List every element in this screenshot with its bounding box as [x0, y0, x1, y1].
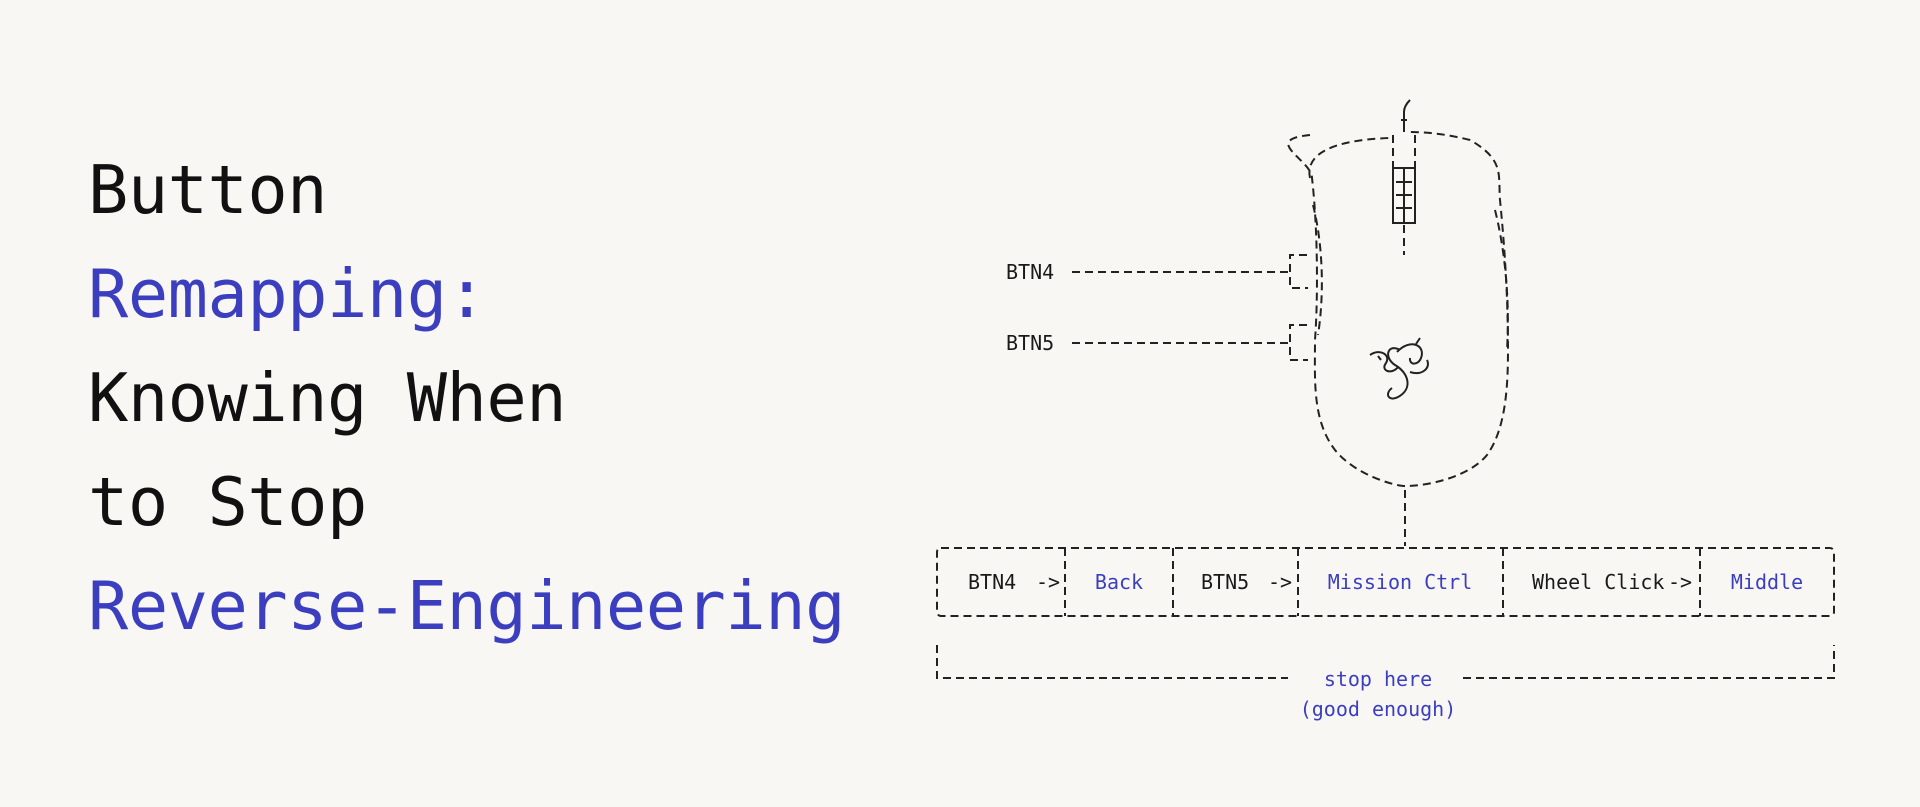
mapping-action-middle: Middle — [1731, 570, 1803, 594]
title-line-4: to Stop — [88, 463, 367, 541]
mapping-key-btn5: BTN5 — [1201, 570, 1249, 594]
mapping-key-wheel-click: Wheel Click — [1532, 570, 1664, 594]
mouse-cable — [1401, 99, 1411, 132]
title-line-1: Button — [88, 151, 328, 229]
mouse-right-edge — [1494, 209, 1509, 351]
callout-btn5-label: BTN5 — [1006, 331, 1054, 355]
razer-snake-logo-icon — [1369, 337, 1429, 400]
mapping-table: BTN4 -> Back BTN5 -> Mission Ctrl Wheel … — [936, 547, 1835, 617]
mapping-key-btn4: BTN4 — [968, 570, 1016, 594]
mouse-body — [1287, 131, 1510, 488]
title-line-5: Reverse-Engineering — [88, 567, 845, 645]
mapping-arrow-3: -> — [1668, 570, 1692, 594]
title-line-2: Remapping: — [88, 255, 487, 333]
side-button-btn4-outline — [1289, 254, 1308, 289]
mapping-arrow-1: -> — [1036, 570, 1060, 594]
mapping-action-back: Back — [1095, 570, 1143, 594]
side-button-btn5-outline — [1289, 324, 1308, 361]
stop-here-bracket — [936, 645, 1835, 679]
stop-here-note: stop here — [1324, 667, 1432, 691]
callout-btn4-label: BTN4 — [1006, 260, 1054, 284]
mapping-action-mission-ctrl: Mission Ctrl — [1328, 570, 1473, 594]
mouse-outline — [1287, 131, 1510, 488]
mouse-body-top — [1308, 137, 1391, 179]
page-title: Button Remapping: Knowing When to Stop R… — [88, 138, 845, 658]
scroll-wheel — [1392, 135, 1416, 255]
good-enough-note: (good enough) — [1300, 697, 1457, 721]
mapping-arrow-2: -> — [1268, 570, 1292, 594]
mapping-table-border — [936, 547, 1835, 617]
title-line-3: Knowing When — [88, 359, 567, 437]
